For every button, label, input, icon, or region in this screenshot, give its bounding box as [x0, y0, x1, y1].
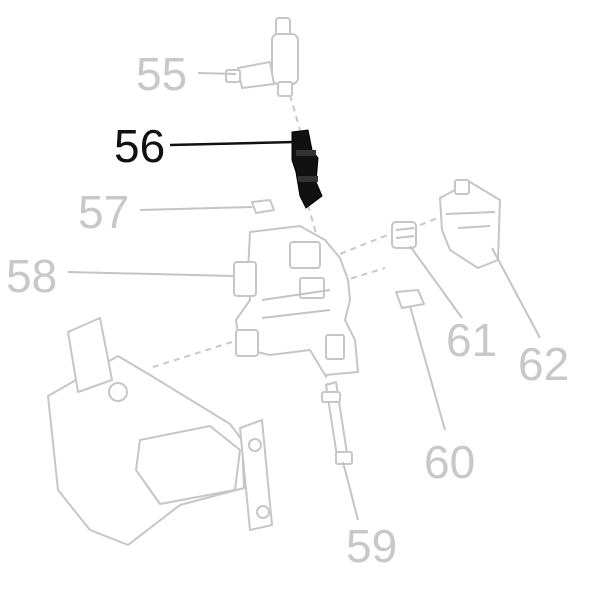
label-61: 61 [446, 314, 497, 366]
leader-line-55 [197, 72, 237, 75]
part-61[interactable] [391, 221, 417, 249]
part-60[interactable] [395, 289, 425, 309]
leader-line-57 [139, 206, 253, 211]
leader-line-56 [169, 140, 295, 147]
leader-lines [67, 72, 541, 521]
leader-line-59 [342, 461, 359, 521]
label-62: 62 [518, 338, 569, 390]
label-60: 60 [424, 436, 475, 488]
part-labels: 55 56 57 58 59 60 61 62 [6, 48, 569, 572]
label-59: 59 [346, 520, 397, 572]
part-59[interactable] [321, 381, 353, 465]
label-57: 57 [78, 186, 129, 238]
tray-assembly [47, 317, 273, 546]
label-55: 55 [136, 48, 187, 100]
leader-line-61 [409, 245, 463, 319]
part-55[interactable] [225, 17, 299, 97]
leader-line-62 [491, 247, 541, 339]
part-58[interactable] [233, 225, 359, 376]
leader-line-60 [409, 305, 446, 431]
label-56: 56 [114, 120, 165, 172]
part-62[interactable] [439, 179, 501, 269]
leader-line-58 [67, 271, 235, 277]
label-58: 58 [6, 250, 57, 302]
part-56[interactable] [291, 129, 323, 209]
part-57[interactable] [251, 199, 275, 214]
